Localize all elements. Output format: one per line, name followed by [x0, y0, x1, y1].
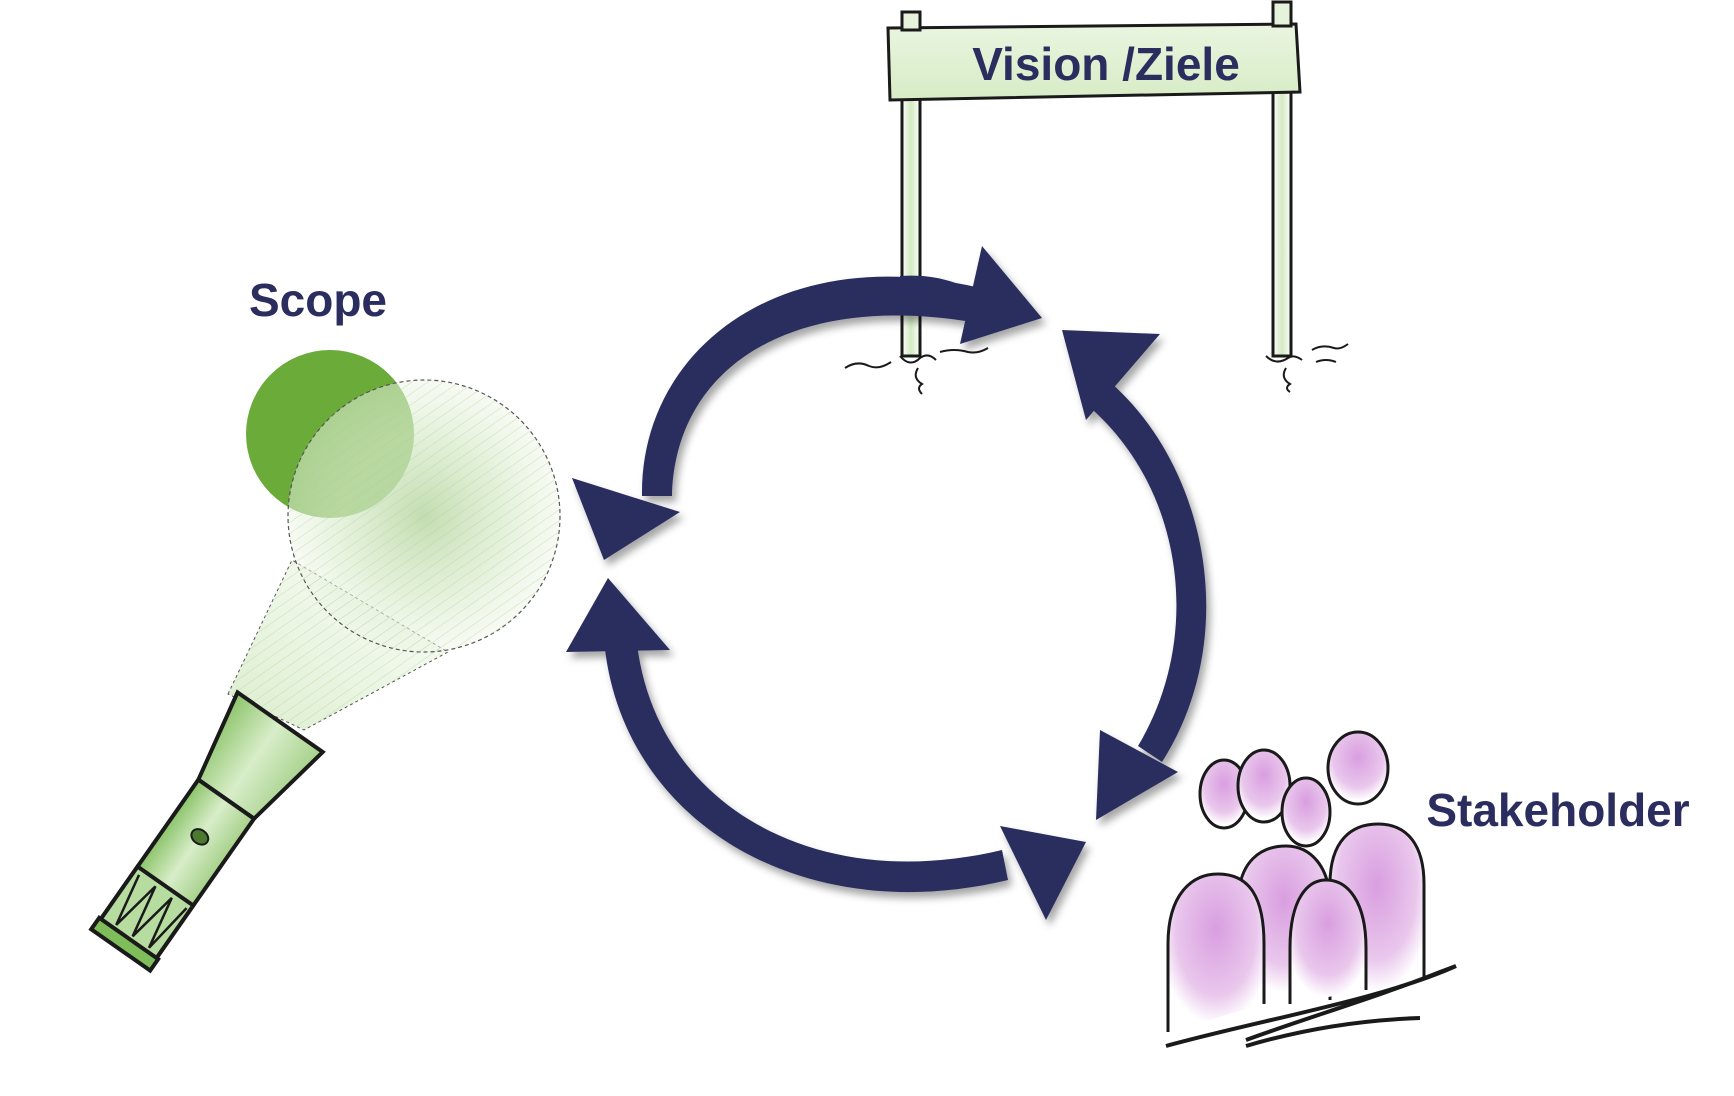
cycle-arrow-right [1086, 382, 1207, 762]
vision-label: Vision /Ziele [972, 38, 1240, 90]
person-head [1280, 776, 1332, 848]
ground-marks [844, 343, 1349, 395]
flashlight-button [190, 828, 210, 846]
cycle-arrow-top-left [641, 276, 980, 496]
stakeholder-label: Stakeholder [1426, 784, 1689, 836]
signpost-board [886, 22, 1302, 102]
arrowhead-right-upper [1062, 330, 1160, 420]
stakeholder-ground [1165, 964, 1457, 1048]
arrowhead-left-upper [572, 478, 680, 560]
arrowhead-top-right [960, 246, 1042, 344]
cycle-arrow-top [900, 275, 968, 318]
person-head [1326, 730, 1390, 806]
scope-label: Scope [249, 274, 387, 326]
person-body [1166, 872, 1266, 1032]
signpost-icon: Vision /Ziele [844, 0, 1349, 395]
arrowhead-bottom-right [1000, 826, 1086, 920]
cycle-arrows-icon [566, 246, 1207, 920]
stakeholder-group-icon [1165, 730, 1457, 1048]
flashlight-icon: Scope [88, 274, 561, 974]
arrowhead-left-lower [566, 578, 670, 652]
arrowhead-right-lower [1096, 730, 1178, 820]
cycle-arrow-bottom [604, 634, 1008, 893]
person-body [1288, 878, 1368, 1004]
